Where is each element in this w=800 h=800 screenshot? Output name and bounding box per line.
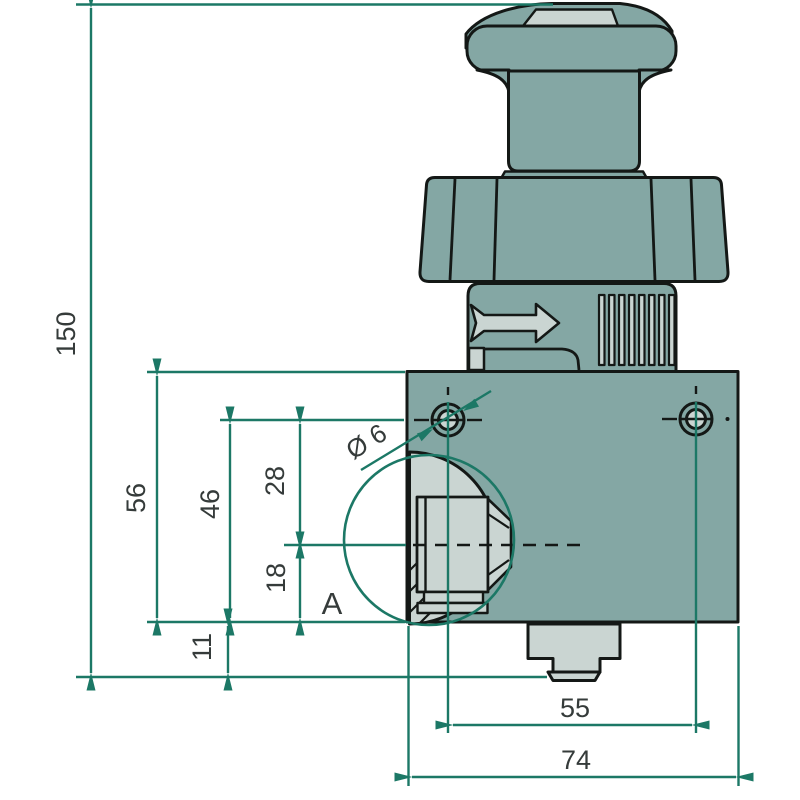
- plug-chamfer-top: [487, 513, 510, 529]
- dim-label-46: 46: [195, 489, 225, 519]
- dimension-system: [76, 0, 754, 786]
- bottom-fitting: [526, 622, 622, 682]
- mid-body-step-line: [484, 347, 581, 371]
- plug-hex-tip: [486, 497, 513, 592]
- plug-step-1: [422, 590, 485, 605]
- button-top-highlight: [521, 8, 620, 28]
- button-cap: [465, 24, 678, 73]
- section-label-A: A: [322, 586, 343, 621]
- collar-body: [418, 176, 730, 283]
- plug-step-2: [416, 601, 489, 615]
- detail-circle-A: [342, 453, 516, 627]
- diameter-leader: [360, 389, 492, 472]
- vent-grill: [597, 293, 676, 367]
- valve-assembly: [405, 2, 740, 682]
- fitting-body: [526, 622, 622, 674]
- plug-chamfer-bottom: [487, 559, 510, 576]
- dim-label-150: 150: [51, 311, 81, 356]
- cap-fillet-left: [475, 68, 511, 94]
- port-right-dot: [725, 417, 730, 421]
- dim-label-55: 55: [560, 693, 590, 723]
- push-button-head: [464, 2, 678, 180]
- fitting-cap: [546, 670, 602, 682]
- dim-label-28: 28: [260, 466, 290, 496]
- cap-fillet-right: [637, 68, 673, 94]
- mid-body-tab: [467, 346, 486, 372]
- knurled-collar: [418, 176, 730, 283]
- button-stem: [507, 69, 641, 173]
- valve-mid-body: [466, 282, 678, 373]
- dim-label-11: 11: [187, 633, 217, 661]
- dim-label-bore-diameter: Ø 6: [341, 418, 392, 466]
- collar-facet-lines: [448, 178, 697, 281]
- dim-label-56: 56: [121, 483, 151, 513]
- dim-label-74: 74: [561, 745, 591, 775]
- plug-body: [415, 495, 490, 594]
- dim-label-18: 18: [261, 563, 291, 593]
- flow-arrow-icon: [469, 302, 561, 344]
